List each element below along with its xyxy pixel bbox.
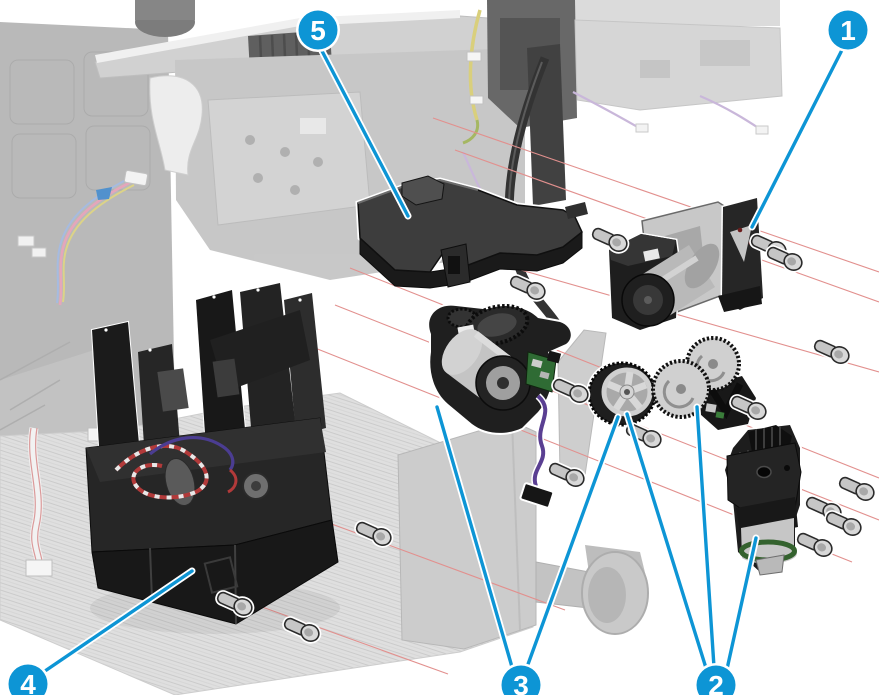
callout-number-2: 2 xyxy=(708,670,724,695)
cover-tab xyxy=(565,202,588,219)
part-spoked-gear xyxy=(586,360,658,428)
part-service-station-assembly xyxy=(85,283,340,634)
callout-number-5: 5 xyxy=(310,15,326,46)
white-bracket xyxy=(149,75,203,176)
vertical-band xyxy=(527,44,566,206)
part-double-gear-assembly xyxy=(651,336,758,432)
bracket-v-arm xyxy=(709,382,744,420)
leader-line-3b xyxy=(525,415,620,669)
top-beam-highlight xyxy=(95,10,460,63)
leader-line-5 xyxy=(320,49,410,218)
callout-number-4: 4 xyxy=(20,669,36,695)
leader-line-4 xyxy=(43,569,194,673)
callout-badge-5: 5 xyxy=(296,8,340,52)
stand-leg-panel xyxy=(397,420,537,650)
leader-line-3a xyxy=(435,405,514,669)
yellow-cable xyxy=(468,9,482,121)
base-notch xyxy=(203,556,239,594)
motor-purple-cable xyxy=(532,394,548,487)
callout-badge-2: 2 xyxy=(694,663,738,695)
part-cover-plate xyxy=(355,175,588,289)
part-service-station-motor xyxy=(427,303,573,509)
right-shelf xyxy=(574,19,783,111)
leader-line-2a xyxy=(625,412,708,670)
part-aerosol-motor-bracket xyxy=(607,196,765,332)
callout-badge-3: 3 xyxy=(499,663,543,695)
ribbon-cable xyxy=(28,427,45,573)
callout-badges: 5 1 4 3 2 xyxy=(6,8,870,695)
part-primer-pump xyxy=(722,422,802,576)
callout-badge-1: 1 xyxy=(826,8,870,52)
cover-bump xyxy=(401,175,445,206)
mounting-plate xyxy=(207,91,371,226)
callout-number-3: 3 xyxy=(513,670,529,695)
cable-connector xyxy=(519,482,555,509)
leader-line-2b xyxy=(695,405,716,669)
blue-clip xyxy=(96,187,112,200)
leader-lines xyxy=(43,46,845,673)
callout-badge-4: 4 xyxy=(6,662,50,695)
leader-line-1 xyxy=(750,46,845,229)
callout-number-1: 1 xyxy=(840,15,856,46)
violet-wire xyxy=(148,435,235,471)
leader-line-2c xyxy=(725,536,758,671)
